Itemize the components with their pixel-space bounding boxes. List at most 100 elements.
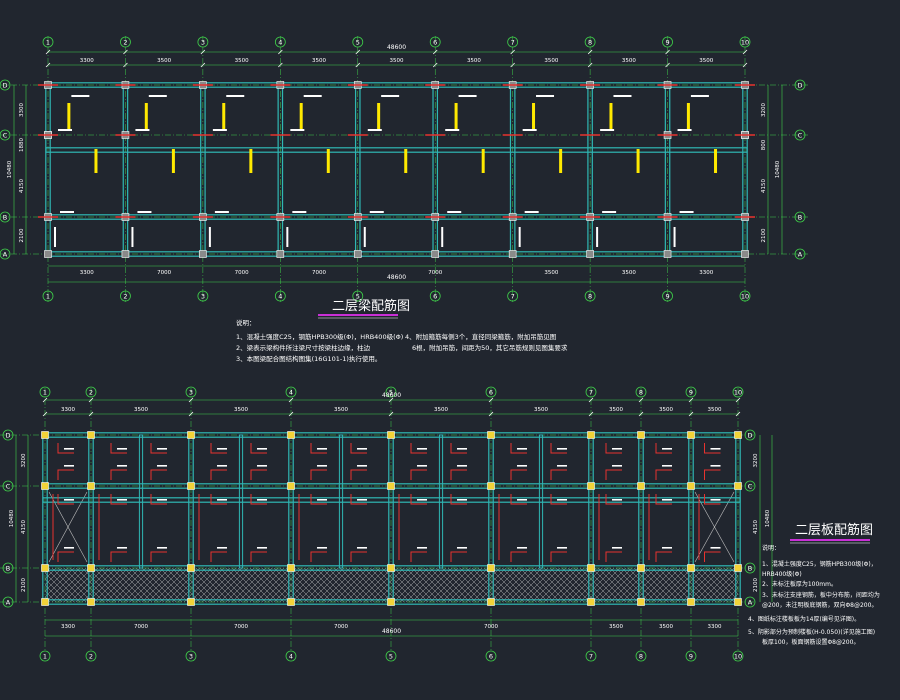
column <box>637 482 645 490</box>
beam-label-mark <box>602 211 617 213</box>
dim-span-bottom: 7000 <box>484 624 498 630</box>
axis-label-B: B <box>748 565 752 573</box>
axis-label-B: B <box>6 565 10 573</box>
axis-label-1: 1 <box>43 653 47 661</box>
dim-span-top: 3500 <box>235 58 249 64</box>
dim-span-bottom: 7000 <box>235 270 249 276</box>
dim-span-bottom: 7000 <box>157 270 171 276</box>
axis-label-C: C <box>748 483 753 491</box>
slab-note-3b: @200，未注明板底钢筋，双向Φ8@200。 <box>762 601 877 609</box>
axis-bubble <box>274 290 286 302</box>
beam <box>45 147 748 153</box>
slab-rebar-label <box>457 448 467 450</box>
axis-label-8: 8 <box>588 293 592 301</box>
beam-note-4-line1: 4、附加箍筋每侧3个，直径同梁箍筋，附加吊筋见图 <box>405 332 556 341</box>
slab-rebar <box>250 469 267 480</box>
column <box>41 482 49 490</box>
axis-bubble <box>739 36 751 48</box>
dim-span-vertical: 4150 <box>21 520 27 534</box>
column <box>87 598 95 606</box>
axis-bubble <box>685 650 697 662</box>
axis-bubble <box>635 650 647 662</box>
beam-label-mark <box>71 95 90 97</box>
dim-tick <box>42 397 48 403</box>
slab-rebar <box>110 443 127 454</box>
slab-rebar-label <box>64 448 74 450</box>
dim-total-bottom: 48600 <box>387 274 406 281</box>
dim-span-top: 3500 <box>157 58 171 64</box>
slab-rebar <box>450 551 467 562</box>
column <box>487 482 495 490</box>
dim-tick <box>587 62 593 68</box>
dim-tick <box>123 62 128 68</box>
dim-tick <box>88 397 94 403</box>
axis-bubble <box>285 386 297 398</box>
dim-total-vertical: 10480 <box>765 509 771 527</box>
slab-rebar <box>310 551 327 562</box>
axis-bubble <box>585 650 597 662</box>
dim-tick <box>588 397 594 403</box>
axis-label-2: 2 <box>123 293 127 301</box>
axis-bubble <box>274 36 286 48</box>
axis-bubble <box>2 429 14 441</box>
beam-label-mark <box>367 129 382 131</box>
dim-tick <box>200 62 206 68</box>
axis-bubble <box>85 386 97 398</box>
axis-label-4: 4 <box>289 653 293 661</box>
axis-bubble <box>120 290 131 302</box>
column <box>387 431 395 439</box>
slab-rebar-label <box>662 448 672 450</box>
axis-label-C: C <box>6 483 11 491</box>
axis-label-A: A <box>3 251 8 259</box>
column <box>387 564 395 572</box>
slab-rebar-label <box>557 448 567 450</box>
column <box>663 250 672 258</box>
beam-label-mark <box>226 95 245 97</box>
column <box>431 250 440 258</box>
slab-rebar <box>550 551 567 562</box>
axis-bubble <box>732 650 744 662</box>
dim-span-vertical: 1880 <box>19 138 25 152</box>
column <box>187 564 195 572</box>
dim-span-top: 3500 <box>434 407 448 413</box>
dim-tick <box>735 411 741 417</box>
axis-label-10: 10 <box>741 39 749 47</box>
slab-rebar <box>150 551 167 562</box>
column <box>187 431 195 439</box>
axis-bubble <box>429 290 441 302</box>
slab-rebar <box>57 551 74 562</box>
beam-label-mark <box>369 211 384 213</box>
axis-bubble <box>0 129 11 141</box>
dim-span-bottom: 7000 <box>428 270 442 276</box>
column <box>87 431 95 439</box>
axis-bubble <box>2 596 14 608</box>
axis-label-6: 6 <box>433 39 437 47</box>
column <box>353 250 362 258</box>
axis-label-7: 7 <box>511 39 515 47</box>
beam-label-mark <box>58 129 72 131</box>
beam-label-mark <box>524 211 539 213</box>
slab-rebar-label <box>157 547 167 549</box>
dim-tick <box>432 49 438 55</box>
axis-bubble <box>352 290 364 302</box>
dim-span-vertical: 3200 <box>753 453 759 467</box>
dim-tick <box>45 62 51 68</box>
axis-label-C: C <box>798 132 803 140</box>
axis-bubble <box>744 429 756 441</box>
slab-rebar <box>310 443 327 454</box>
column <box>637 564 645 572</box>
dim-span-bottom: 3500 <box>609 624 623 630</box>
column <box>287 598 295 606</box>
axis-label-5: 5 <box>389 389 393 397</box>
beam-label-mark <box>536 95 555 97</box>
beam-plan-notes: 说明： 1、混凝土强度C25，钢筋HPB300级(Φ)，HRB400级(Φ) 2… <box>236 318 568 363</box>
dim-tick <box>510 62 515 68</box>
beam-label-mark <box>212 129 227 131</box>
axis-bubble <box>507 36 519 48</box>
slab-rebar-label <box>117 465 127 467</box>
dim-span-vertical: 800 <box>761 139 767 150</box>
slab-note-3: 3、未标注支座钢筋，板中分布筋，间距均为 <box>762 591 880 599</box>
slab-rebar-label <box>317 465 327 467</box>
slab-note-2: 2、未标注板厚为100mm。 <box>762 580 837 588</box>
